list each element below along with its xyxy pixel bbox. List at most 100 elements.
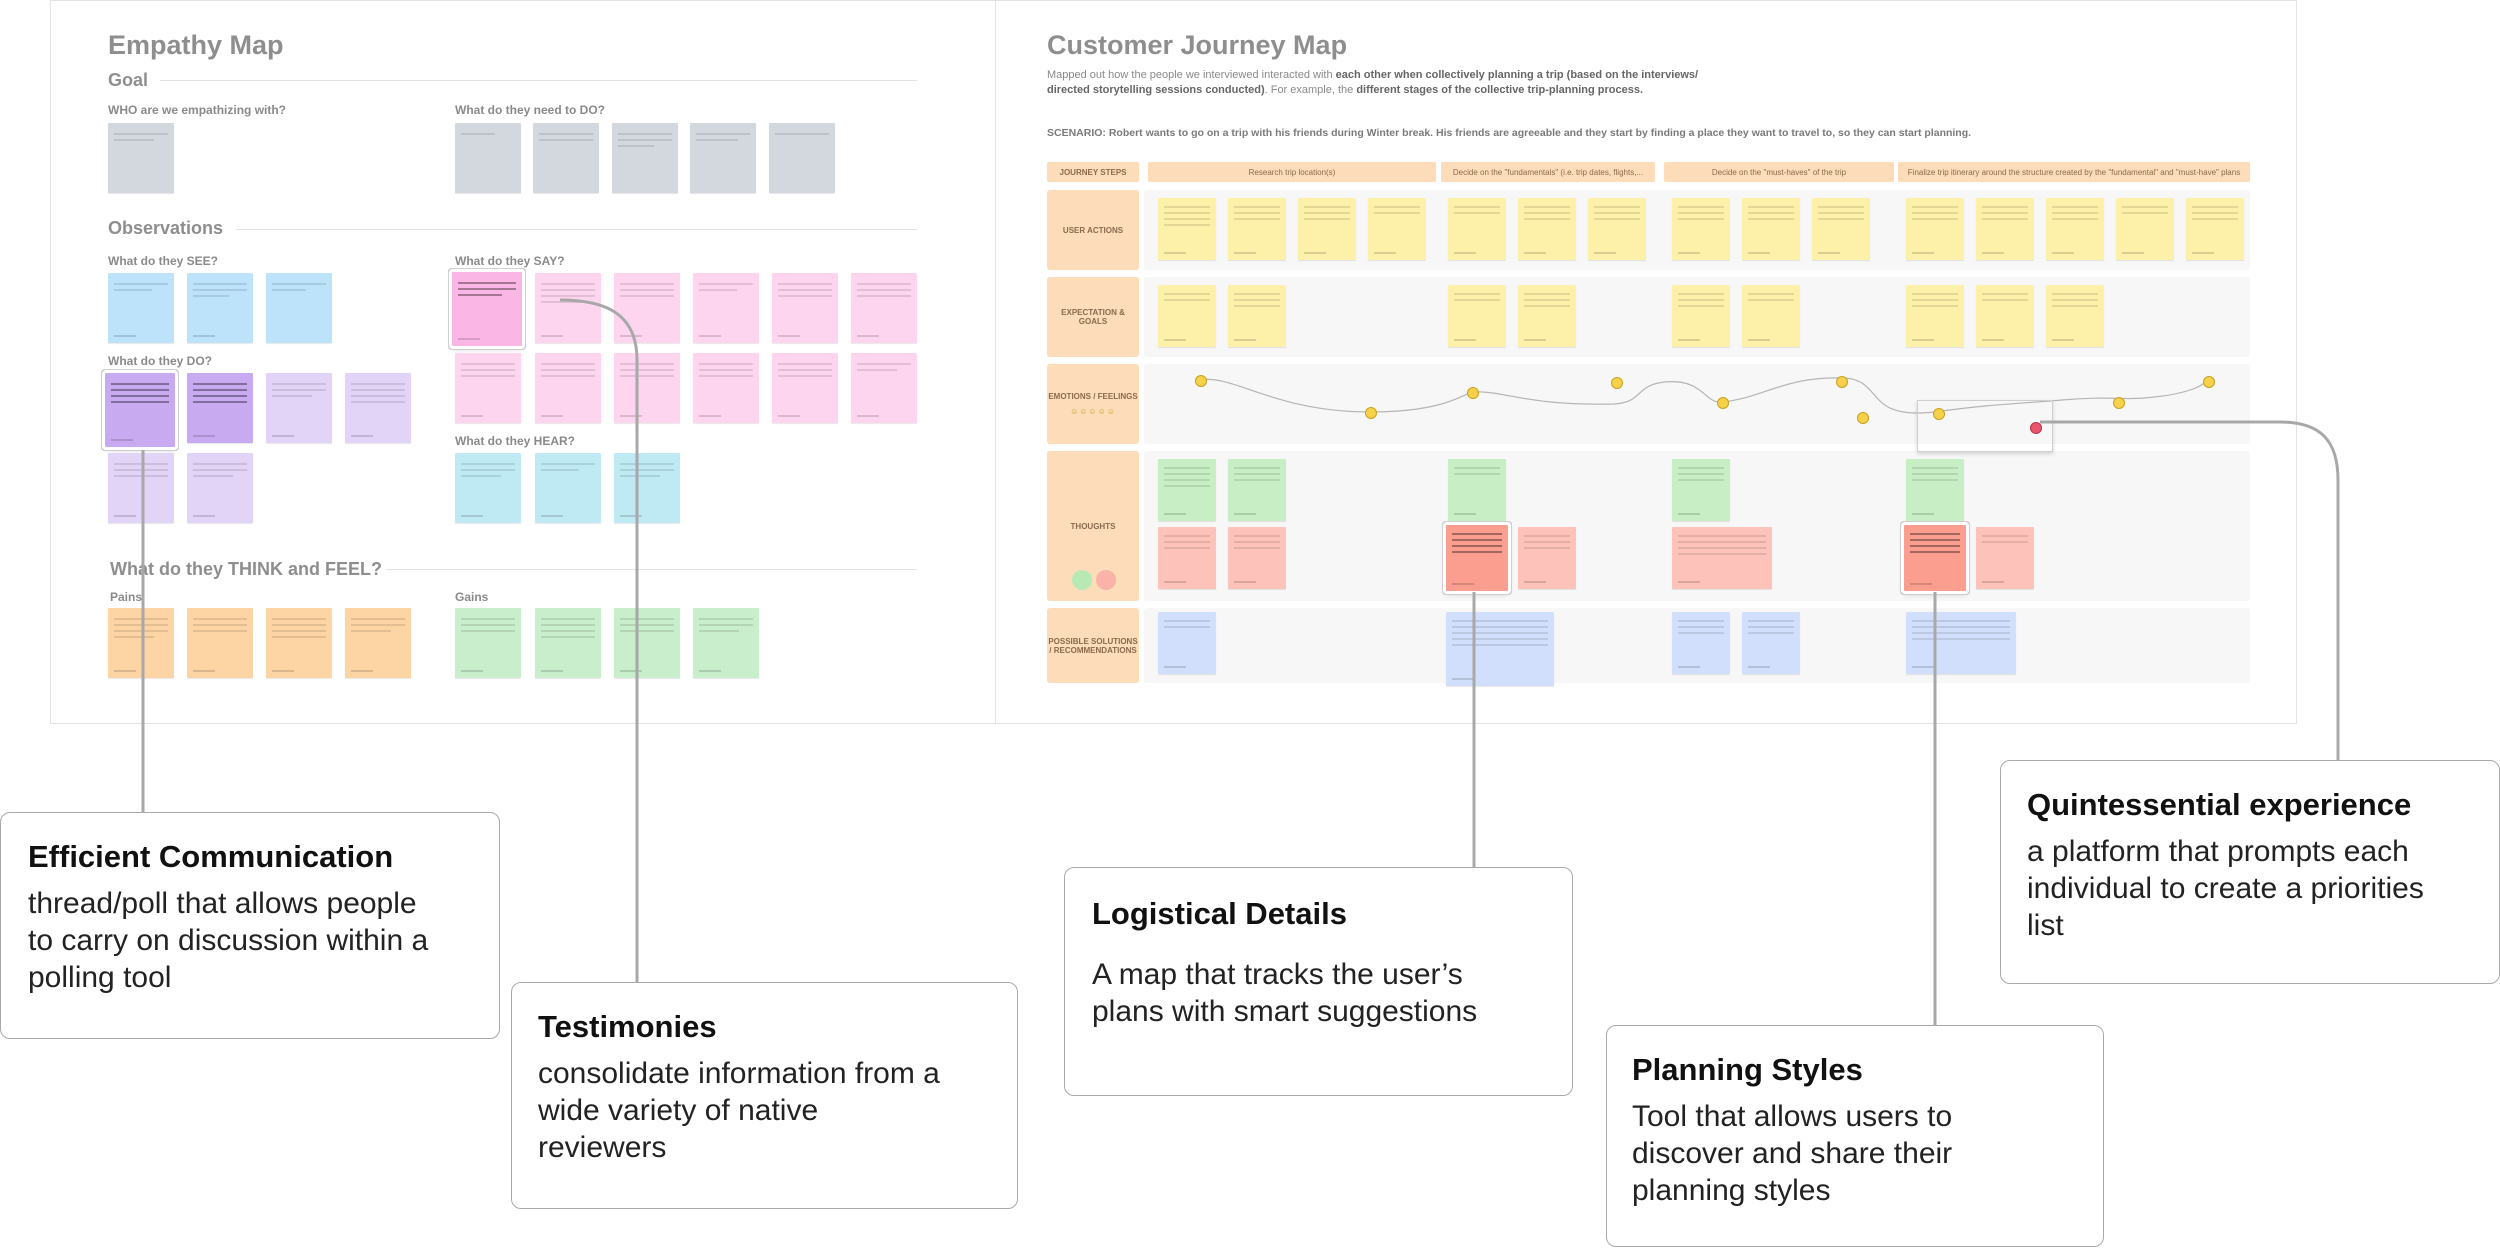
callout-title: Quintessential experience	[2027, 787, 2412, 822]
sticky-note[interactable]	[2186, 198, 2244, 260]
callout-planning-styles[interactable]: Planning Styles Tool that allows users t…	[1606, 1025, 2104, 1247]
sticky-note[interactable]	[614, 273, 680, 343]
sticky-note[interactable]	[535, 453, 601, 523]
sticky-note[interactable]	[1672, 285, 1730, 347]
sticky-note[interactable]	[612, 123, 678, 193]
sticky-note[interactable]	[693, 273, 759, 343]
sticky-note[interactable]	[187, 273, 253, 343]
sticky-note[interactable]	[851, 353, 917, 423]
sticky-note[interactable]	[1906, 198, 1964, 260]
row-label-emotions: EMOTIONS / FEELINGS ☺☺☺☺☺	[1047, 364, 1139, 444]
sticky-note[interactable]	[1368, 198, 1426, 260]
callout-quintessential-experience[interactable]: Quintessential experience a platform tha…	[2000, 760, 2500, 984]
sticky-note[interactable]	[693, 608, 759, 678]
sticky-note[interactable]	[1976, 285, 2034, 347]
sticky-note-selected[interactable]	[102, 370, 178, 450]
sticky-note[interactable]	[2046, 285, 2104, 347]
sticky-note[interactable]	[772, 353, 838, 423]
sticky-note[interactable]	[1518, 198, 1576, 260]
sticky-note-selected[interactable]	[449, 269, 525, 349]
sticky-note[interactable]	[1976, 198, 2034, 260]
sticky-note-selected[interactable]	[1901, 522, 1969, 594]
sticky-note[interactable]	[1742, 612, 1800, 674]
sticky-note[interactable]	[1228, 285, 1286, 347]
sticky-note[interactable]	[187, 453, 253, 523]
sticky-note[interactable]	[108, 608, 174, 678]
hear-heading: What do they HEAR?	[455, 434, 575, 448]
sticky-note[interactable]	[455, 608, 521, 678]
sticky-note[interactable]	[1158, 459, 1216, 521]
pains-heading: Pains	[110, 590, 143, 604]
sticky-note[interactable]	[266, 608, 332, 678]
journey-step: Finalize trip itinerary around the struc…	[1898, 162, 2250, 182]
sticky-note[interactable]	[1298, 198, 1356, 260]
sticky-note[interactable]	[2116, 198, 2174, 260]
sticky-note[interactable]	[108, 273, 174, 343]
sticky-note[interactable]	[345, 373, 411, 443]
sticky-note[interactable]	[1448, 285, 1506, 347]
sticky-note[interactable]	[1672, 459, 1730, 521]
sticky-note[interactable]	[108, 453, 174, 523]
sticky-note[interactable]	[614, 353, 680, 423]
emotion-face-icon	[2113, 397, 2125, 409]
thoughts-legend-negative	[1096, 570, 1116, 590]
sticky-note[interactable]	[1228, 459, 1286, 521]
sticky-note[interactable]	[1976, 527, 2034, 589]
sticky-note[interactable]	[266, 273, 332, 343]
callout-efficient-communication[interactable]: Efficient Communication thread/poll that…	[0, 812, 500, 1039]
sticky-note[interactable]	[187, 608, 253, 678]
sticky-note[interactable]	[455, 353, 521, 423]
sticky-note[interactable]	[108, 123, 174, 193]
callout-testimonies[interactable]: Testimonies consolidate information from…	[511, 982, 1018, 1209]
sticky-note[interactable]	[772, 273, 838, 343]
sticky-note[interactable]	[1672, 198, 1730, 260]
sticky-note[interactable]	[1518, 527, 1576, 589]
empathy-map-board	[50, 0, 997, 724]
sticky-note[interactable]	[1228, 527, 1286, 589]
sticky-note[interactable]	[1446, 612, 1554, 686]
sticky-note[interactable]	[1448, 459, 1506, 521]
sticky-note[interactable]	[1906, 459, 1964, 521]
sticky-note[interactable]	[1228, 198, 1286, 260]
sticky-note[interactable]	[1518, 285, 1576, 347]
sticky-note[interactable]	[535, 353, 601, 423]
callout-logistical-details[interactable]: Logistical Details A map that tracks the…	[1064, 867, 1573, 1096]
sticky-note[interactable]	[1672, 527, 1772, 589]
sticky-note[interactable]	[1588, 198, 1646, 260]
sticky-note[interactable]	[1158, 612, 1216, 674]
sticky-note[interactable]	[2046, 198, 2104, 260]
journey-step: Decide on the "must-haves" of the trip	[1664, 162, 1894, 182]
emotion-face-icon	[2203, 376, 2215, 388]
sticky-note[interactable]	[693, 353, 759, 423]
sticky-note[interactable]	[1158, 285, 1216, 347]
sticky-note[interactable]	[1906, 612, 2016, 674]
sticky-note[interactable]	[614, 453, 680, 523]
sticky-note[interactable]	[533, 123, 599, 193]
sticky-note[interactable]	[266, 373, 332, 443]
sticky-note-selected[interactable]	[1443, 522, 1511, 594]
sticky-note[interactable]	[455, 123, 521, 193]
sticky-note[interactable]	[535, 608, 601, 678]
sticky-note[interactable]	[1158, 198, 1216, 260]
sticky-note[interactable]	[614, 608, 680, 678]
sticky-note[interactable]	[1742, 198, 1800, 260]
sticky-note[interactable]	[690, 123, 756, 193]
row-label-thoughts: THOUGHTS	[1047, 451, 1139, 601]
sticky-note[interactable]	[769, 123, 835, 193]
sticky-note[interactable]	[455, 453, 521, 523]
emotion-scale-icons: ☺☺☺☺☺	[1070, 407, 1116, 416]
sticky-note[interactable]	[345, 608, 411, 678]
sticky-note[interactable]	[187, 373, 253, 443]
sticky-note[interactable]	[1672, 612, 1730, 674]
sticky-note[interactable]	[1742, 285, 1800, 347]
sticky-note[interactable]	[851, 273, 917, 343]
sticky-note[interactable]	[1448, 198, 1506, 260]
sticky-note[interactable]	[1906, 285, 1964, 347]
do-need-heading: What do they need to DO?	[455, 103, 605, 117]
sticky-note[interactable]	[1158, 527, 1216, 589]
sticky-note[interactable]	[1812, 198, 1870, 260]
sticky-note[interactable]	[535, 273, 601, 343]
scenario-text: SCENARIO: Robert wants to go on a trip w…	[1047, 127, 1972, 139]
